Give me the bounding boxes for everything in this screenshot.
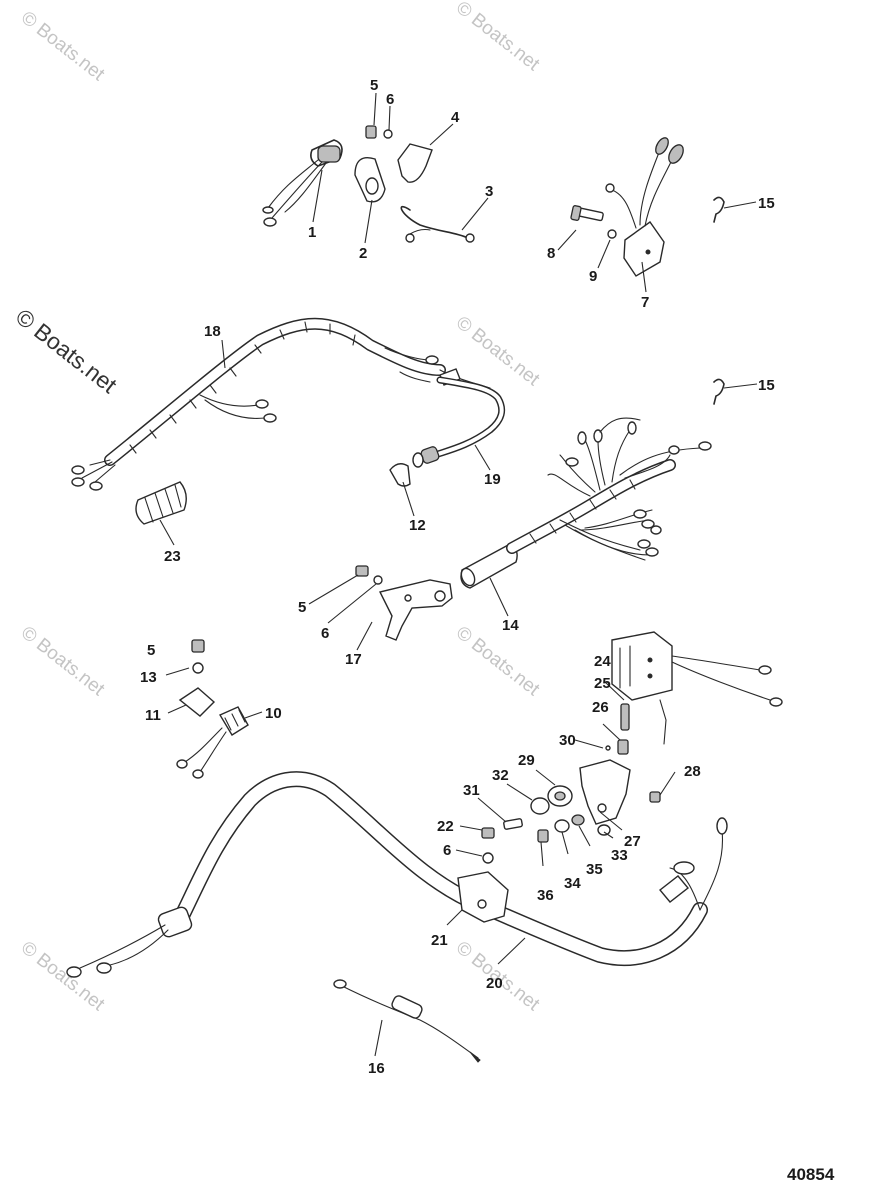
part-29-32-grommets — [530, 785, 611, 836]
callout-24: 24 — [594, 653, 611, 670]
part-19-lead — [412, 376, 506, 468]
callout-4: 4 — [451, 109, 460, 126]
leader-lines — [159, 92, 758, 1057]
part-10-11-group — [176, 639, 249, 779]
callout-5b: 5 — [298, 599, 306, 616]
callout-15b: 15 — [758, 377, 775, 394]
watermark-6: © Boats.net — [17, 937, 109, 1015]
part-7-rectifier — [605, 137, 684, 277]
callout-22: 22 — [437, 818, 454, 835]
callout-2: 2 — [359, 245, 367, 262]
part-15-clip-top — [713, 196, 725, 223]
callout-13: 13 — [140, 669, 157, 686]
callout-9: 9 — [589, 268, 597, 285]
callout-17: 17 — [345, 651, 362, 668]
callout-26: 26 — [592, 699, 609, 716]
watermark-1: © Boats.net — [17, 7, 109, 85]
callout-5c: 5 — [147, 642, 155, 659]
callout-12: 12 — [409, 517, 426, 534]
callout-28: 28 — [684, 763, 701, 780]
watermark-3: © Boats.net — [452, 312, 544, 390]
callout-33: 33 — [611, 847, 628, 864]
watermark-main: © Boats.net — [11, 303, 122, 398]
watermarks: © Boats.net © Boats.net © Boats.net © Bo… — [11, 0, 544, 1016]
callout-32: 32 — [492, 767, 509, 784]
callout-23: 23 — [164, 548, 181, 565]
callouts: 1 2 3 4 5 6 7 8 9 15 15 18 19 12 23 14 5… — [140, 77, 775, 1077]
callout-1: 1 — [308, 224, 316, 241]
callout-7: 7 — [641, 294, 649, 311]
callout-34: 34 — [564, 875, 581, 892]
callout-10: 10 — [265, 705, 282, 722]
callout-6b: 6 — [321, 625, 329, 642]
part-16-fuse-lead — [333, 979, 481, 1063]
part-27-bracket — [579, 759, 631, 825]
part-4-clamp — [397, 143, 433, 183]
callout-6c: 6 — [443, 842, 451, 859]
part-31-22-screws — [481, 818, 549, 864]
callout-11: 11 — [145, 707, 161, 724]
callout-19: 19 — [484, 471, 501, 488]
part-5-screw-mid — [355, 565, 383, 585]
part-14-engine-harness — [460, 417, 712, 589]
part-15-clip-mid — [713, 378, 725, 405]
callout-36: 36 — [537, 887, 554, 904]
part-24-relay — [611, 631, 783, 745]
callout-31: 31 — [463, 782, 480, 799]
figure-number: 40854 — [787, 1165, 835, 1184]
part-3-cable — [400, 205, 475, 243]
part-25-26-30-stud — [605, 703, 630, 755]
callout-35: 35 — [586, 861, 603, 878]
callout-16: 16 — [368, 1060, 385, 1077]
part-23-boot — [135, 481, 187, 525]
part-18-harness — [71, 317, 491, 491]
part-8-bolt — [570, 205, 617, 239]
callout-30: 30 — [559, 732, 576, 749]
callout-27: 27 — [624, 833, 641, 850]
callout-8: 8 — [547, 245, 555, 262]
callout-5a: 5 — [370, 77, 378, 94]
part-2-bracket — [354, 157, 386, 203]
callout-3: 3 — [485, 183, 493, 200]
part-17-bracket — [378, 579, 453, 641]
part-21-clamp — [457, 871, 509, 923]
part-28-screw — [649, 791, 661, 803]
callout-20: 20 — [486, 975, 503, 992]
callout-29: 29 — [518, 752, 535, 769]
part-20-battery-cable — [66, 771, 728, 978]
part-12-clip — [389, 463, 411, 487]
callout-14: 14 — [502, 617, 519, 634]
callout-21: 21 — [431, 932, 448, 949]
watermark-5: © Boats.net — [452, 622, 544, 700]
part-1-solenoid — [262, 139, 343, 227]
callout-15a: 15 — [758, 195, 775, 212]
callout-25: 25 — [594, 675, 611, 692]
watermark-2: © Boats.net — [452, 0, 544, 76]
callout-6a: 6 — [386, 91, 394, 108]
part-5-screw-top — [365, 125, 393, 139]
watermark-4: © Boats.net — [17, 622, 109, 700]
callout-18: 18 — [204, 323, 221, 340]
